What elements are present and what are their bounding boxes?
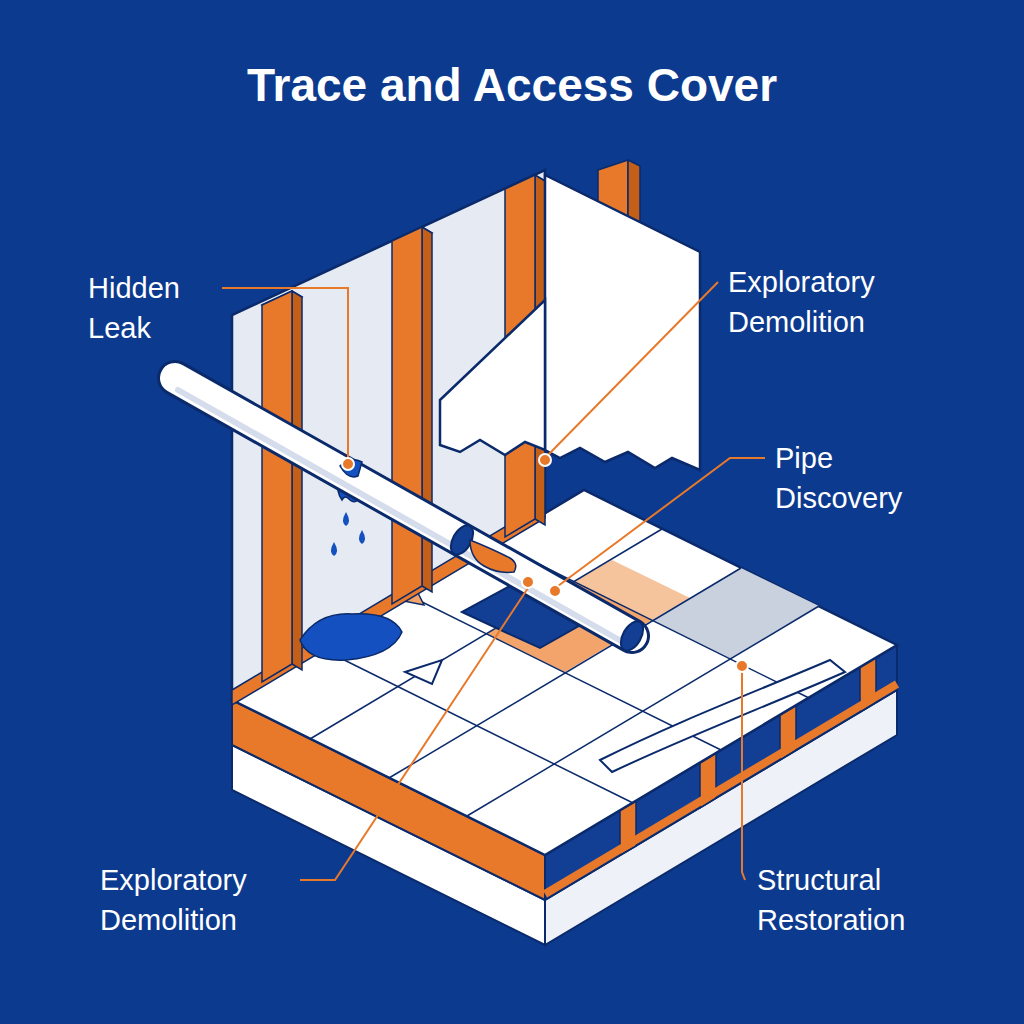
pipe-crack xyxy=(470,540,516,572)
diagram-title: Trace and Access Cover xyxy=(247,58,777,112)
drywall-panel xyxy=(545,175,700,470)
stud-front xyxy=(392,227,422,604)
leader-dot xyxy=(549,585,561,597)
leader-line xyxy=(558,458,765,586)
callout-label: Exploratory Demolition xyxy=(728,262,928,342)
leader-dot xyxy=(539,454,551,466)
callout-label: Exploratory Demolition xyxy=(100,860,300,940)
callout-label: Structural Restoration xyxy=(757,860,987,940)
label-slot: Exploratory Demolition xyxy=(728,262,928,342)
leader-line xyxy=(742,672,745,880)
pipe-body xyxy=(175,378,632,636)
grey-tile xyxy=(652,568,819,659)
stud-side xyxy=(292,291,302,670)
leader-dots xyxy=(342,454,748,672)
title-slot: Trace and Access Cover xyxy=(0,58,1024,112)
leader-group xyxy=(222,282,765,880)
leader-line xyxy=(300,588,528,880)
leader-dot xyxy=(342,458,354,470)
pipe-shade xyxy=(178,390,628,645)
label-slot: Structural Restoration xyxy=(757,860,987,940)
curled-board xyxy=(600,660,845,772)
label-slot: Exploratory Demolition xyxy=(100,860,300,940)
pipe-outline xyxy=(175,378,632,636)
water-puddle xyxy=(300,614,402,660)
leader-dot xyxy=(736,660,748,672)
debris-shard xyxy=(405,660,442,684)
water-drop xyxy=(331,542,337,556)
pipe-opening xyxy=(616,618,647,655)
leader-line xyxy=(222,288,348,458)
label-slot: Pipe Discovery xyxy=(775,438,955,518)
drywall-chunk xyxy=(440,300,545,455)
stud-front xyxy=(262,291,292,682)
water-drop xyxy=(359,530,365,544)
tile-line xyxy=(320,648,633,803)
leader-dot xyxy=(522,576,534,588)
callout-label: Hidden Leak xyxy=(88,268,238,348)
water-drop xyxy=(343,512,349,526)
label-slot: Hidden Leak xyxy=(88,268,238,348)
leader-line xyxy=(548,282,718,455)
callout-label: Pipe Discovery xyxy=(775,438,955,518)
